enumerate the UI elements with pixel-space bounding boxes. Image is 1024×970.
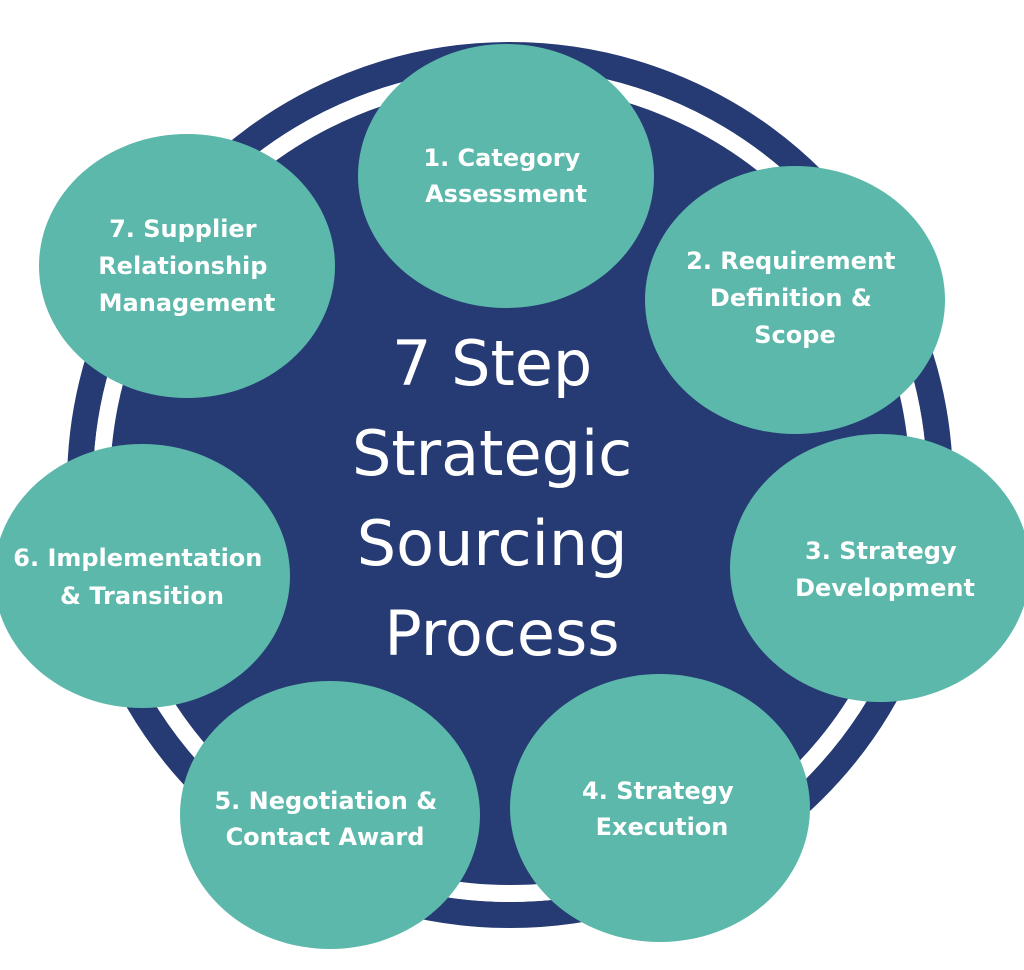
step-5-negotiation-contract-award: 5. Negotiation & Contact Award [180,681,480,949]
step-1-category-assessment: 1. Category Assessment [358,44,654,308]
step-3-circle [730,434,1024,702]
center-title-line-2: Strategic [352,417,632,490]
step-4-strategy-execution: 4. Strategy Execution [510,674,810,942]
step-6-implementation-transition: 6. Implementation & Transition [0,444,290,708]
step-4-line-1: 4. Strategy [582,777,734,805]
step-1-line-1: 1. Category [423,144,580,172]
step-3-line-1: 3. Strategy [805,537,957,565]
step-4-line-2: Execution [596,813,729,841]
center-title-line-3: Sourcing [357,507,628,580]
step-1-circle [358,44,654,308]
step-7-circle [39,134,335,398]
step-5-line-2: Contact Award [226,823,425,851]
step-3-label: 3. Strategy Development [795,537,975,602]
step-6-label: 6. Implementation & Transition [13,544,270,610]
step-7-label: 7. Supplier Relationship Management [98,215,276,317]
step-7-line-3: Management [99,289,276,317]
step-7-line-2: Relationship [98,252,267,280]
step-7-line-1: 7. Supplier [109,215,257,243]
step-2-line-1: 2. Requirement [686,247,895,275]
step-5-line-1: 5. Negotiation & [214,787,437,815]
step-6-line-1: 6. Implementation [13,544,262,572]
step-7-supplier-relationship-management: 7. Supplier Relationship Management [39,134,335,398]
center-title-line-4: Process [384,597,619,670]
step-2-requirement-definition-scope: 2. Requirement Definition & Scope [645,166,945,434]
step-3-line-2: Development [795,574,975,602]
step-2-line-2: Definition & [710,284,872,312]
step-6-circle [0,444,290,708]
step-1-line-2: Assessment [425,180,587,208]
center-title: 7 Step Strategic Sourcing Process [352,327,652,670]
step-5-label: 5. Negotiation & Contact Award [214,787,445,851]
step-4-circle [510,674,810,942]
step-5-circle [180,681,480,949]
center-title-line-1: 7 Step [392,327,592,400]
step-4-label: 4. Strategy Execution [582,777,742,841]
step-2-circle [645,166,945,434]
step-2-label: 2. Requirement Definition & Scope [686,247,904,349]
step-2-line-3: Scope [754,321,835,349]
step-1-label: 1. Category Assessment [423,144,588,208]
step-3-strategy-development: 3. Strategy Development [730,434,1024,702]
step-6-line-2: & Transition [60,582,224,610]
